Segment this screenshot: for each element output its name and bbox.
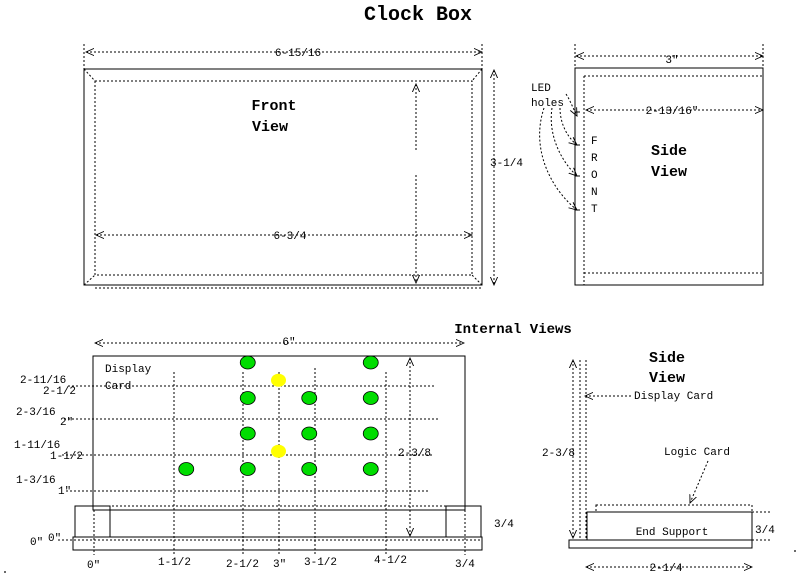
y-label-2-3-16: 2-3/16	[16, 407, 56, 419]
green-led-10	[239, 462, 256, 476]
internal-views-title: Internal Views	[454, 322, 572, 338]
internal-side-height-label: 2-3/8	[542, 448, 575, 460]
front-height-label: 3-1/4	[490, 158, 523, 170]
internal-width-label: 6"	[282, 337, 295, 349]
front-view-label-line2: View	[252, 119, 288, 136]
left-end-support	[74, 505, 111, 538]
front-letter-t: T	[591, 204, 598, 216]
yellow-led-2	[271, 444, 286, 458]
display-card-callout: Display Card	[634, 391, 713, 403]
front-letter-r: R	[591, 153, 598, 165]
green-led-2	[362, 355, 379, 370]
green-led-4	[301, 391, 318, 405]
internal-height-label: 2-3/8	[398, 448, 431, 460]
internal-side-view-label-line1: Side	[649, 350, 685, 367]
front-view: 6-15/16 6-3/4 3-1/4 Front View	[83, 44, 523, 289]
y-label-0-b: 0"	[30, 537, 43, 549]
x-label-0: 0"	[87, 560, 100, 572]
green-led-1	[239, 355, 256, 370]
x-label-1-1-2: 1-1/2	[158, 557, 191, 569]
side-view-internal: Side View 2-3/8 Display Card Logic Card …	[4, 350, 796, 575]
yellow-led-1	[271, 373, 286, 387]
internal-front-view: 6" Display Card 2-3/8 3/4 2-11/16 2-1/2 …	[14, 337, 514, 572]
y-label-1-1-2: 1-1/2	[50, 451, 83, 463]
x-label-3: 3"	[273, 559, 286, 571]
green-led-3	[239, 391, 256, 405]
x-label-3-1-2: 3-1/2	[304, 557, 337, 569]
x-label-3-4: 3/4	[455, 559, 475, 571]
side-width-inner-label: 2-13/16"	[646, 106, 699, 118]
green-led-12	[362, 462, 379, 476]
end-height-label: 3/4	[494, 519, 514, 531]
led-layer	[178, 355, 379, 476]
side-view-top: 3" 2-13/16" LED holes F R O N T Side Vie…	[531, 44, 763, 286]
display-card-label-line2: Card	[105, 381, 131, 393]
front-letter-n: N	[591, 187, 598, 199]
x-label-4-1-2: 4-1/2	[374, 555, 407, 567]
end-support-label: End Support	[636, 527, 709, 539]
led-label-line2: holes	[531, 98, 564, 110]
green-led-11	[301, 462, 318, 476]
logic-card-label: Logic Card	[664, 447, 730, 459]
side-view-label-line1: Side	[651, 143, 687, 160]
y-label-2: 2"	[60, 417, 73, 429]
front-inner-box	[94, 80, 473, 276]
front-width-inner-label: 6-3/4	[273, 231, 306, 243]
side-base-plate	[568, 539, 753, 549]
green-led-5	[362, 391, 379, 405]
right-end-support	[445, 505, 482, 538]
green-led-8	[362, 426, 379, 441]
x-label-2-1-2: 2-1/2	[226, 559, 259, 571]
y-label-2-1-2: 2-1/2	[43, 386, 76, 398]
y-label-1: 1"	[58, 486, 71, 498]
front-letter-f: F	[591, 136, 598, 148]
side-view-label-line2: View	[651, 164, 687, 181]
green-led-6	[239, 426, 256, 441]
display-card-label-line1: Display	[105, 364, 152, 376]
y-label-1-3-16: 1-3/16	[16, 475, 56, 487]
internal-side-end-height-label: 3/4	[755, 525, 775, 537]
drawing-title: Clock Box	[364, 4, 472, 27]
front-view-label-line1: Front	[251, 98, 296, 115]
y-label-2-11-16: 2-11/16	[20, 375, 66, 387]
front-letter-o: O	[591, 170, 598, 182]
internal-side-view-label-line2: View	[649, 370, 685, 387]
front-outer-box	[83, 68, 483, 286]
base-plate	[72, 536, 483, 551]
internal-side-width-label: 2-1/4	[649, 563, 682, 575]
front-width-outer-label: 6-15/16	[275, 48, 321, 60]
green-led-9	[178, 462, 195, 476]
y-label-0-a: 0"	[48, 533, 61, 545]
green-led-7	[301, 426, 318, 441]
led-label-line1: LED	[531, 83, 551, 95]
logic-card	[595, 504, 753, 513]
y-label-1-11-16: 1-11/16	[14, 440, 60, 452]
side-width-outer-label: 3"	[665, 55, 678, 67]
